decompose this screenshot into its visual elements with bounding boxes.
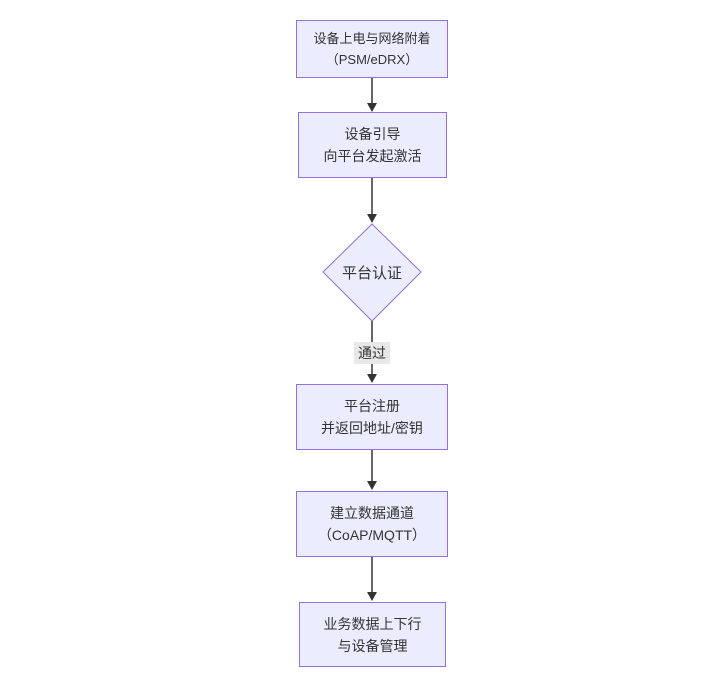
node-power-attach-line2: （PSM/eDRX） [325, 52, 419, 67]
arrowhead-1 [367, 103, 377, 112]
node-platform-auth: 平台认证 [322, 252, 422, 292]
edge-label-pass: 通过 [354, 342, 390, 364]
arrowhead-5 [367, 592, 377, 601]
node-platform-register-line2: 并返回地址/密钥 [321, 420, 423, 436]
node-platform-register: 平台注册 并返回地址/密钥 [296, 384, 448, 450]
arrowhead-3 [367, 374, 377, 383]
node-data-channel: 建立数据通道 （CoAP/MQTT） [296, 491, 448, 557]
node-bootstrap-line1: 设备引导 [344, 126, 401, 142]
arrowhead-4 [367, 481, 377, 490]
node-platform-auth-label: 平台认证 [341, 264, 402, 282]
node-bootstrap: 设备引导 向平台发起激活 [298, 112, 447, 178]
node-bootstrap-line2: 向平台发起激活 [323, 148, 422, 164]
node-business-data: 业务数据上下行 与设备管理 [299, 602, 446, 667]
arrowhead-2 [367, 214, 377, 223]
node-data-channel-line2: （CoAP/MQTT） [317, 527, 427, 543]
node-power-attach: 设备上电与网络附着 （PSM/eDRX） [296, 20, 448, 78]
node-data-channel-line1: 建立数据通道 [330, 505, 414, 521]
node-power-attach-line1: 设备上电与网络附着 [313, 31, 431, 46]
node-platform-register-line1: 平台注册 [344, 398, 400, 414]
node-business-data-line2: 与设备管理 [337, 637, 408, 654]
node-business-data-line1: 业务数据上下行 [323, 615, 422, 632]
